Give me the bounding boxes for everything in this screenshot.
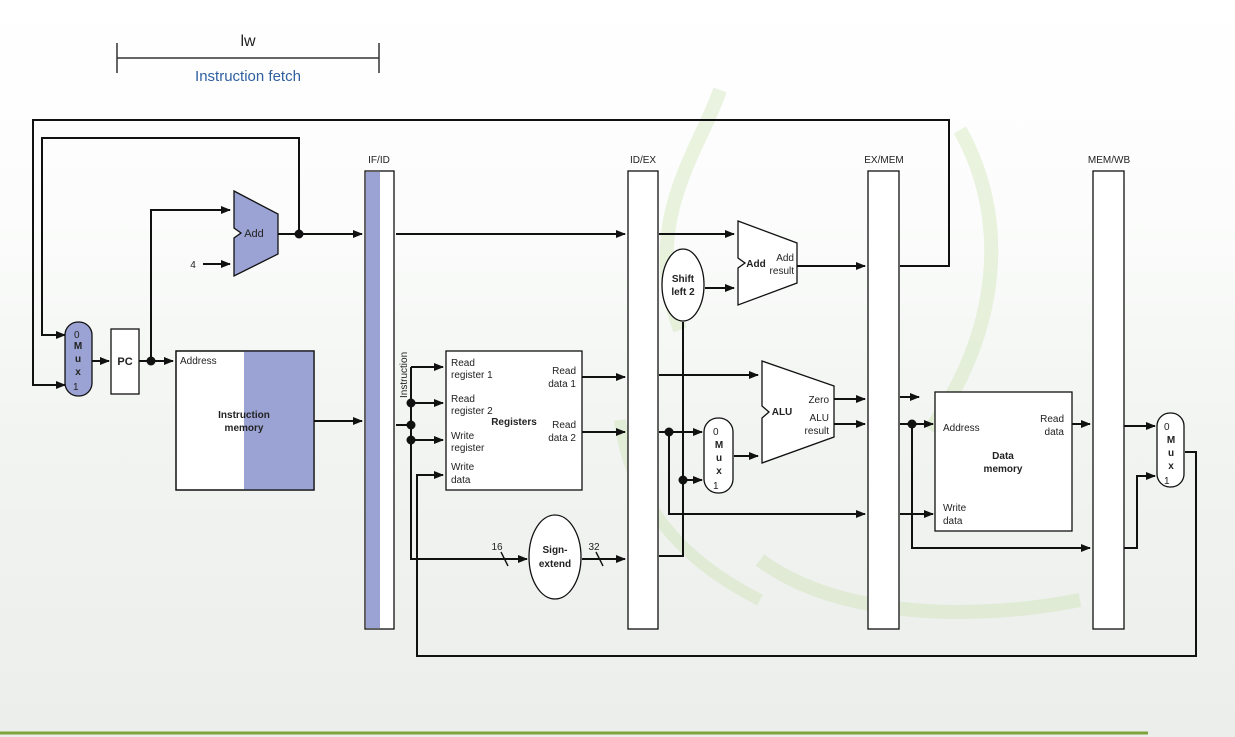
svg-text:M: M xyxy=(1167,435,1175,446)
svg-text:IF/ID: IF/ID xyxy=(368,155,390,166)
svg-text:Read: Read xyxy=(1040,414,1064,425)
svg-text:left 2: left 2 xyxy=(671,287,695,298)
svg-text:Write: Write xyxy=(451,462,475,473)
instruction-bus-label: Instruction xyxy=(399,352,410,398)
svg-text:Add: Add xyxy=(776,253,794,264)
svg-text:Address: Address xyxy=(180,356,217,367)
svg-text:M: M xyxy=(74,341,82,352)
width-16: 16 xyxy=(491,542,503,553)
shift-left-2: Shift left 2 xyxy=(661,248,705,322)
svg-text:Data: Data xyxy=(992,451,1014,462)
svg-text:PC: PC xyxy=(117,356,132,368)
svg-text:Read: Read xyxy=(451,394,475,405)
svg-text:0: 0 xyxy=(713,427,719,438)
pc-adder: Add 4 xyxy=(190,189,279,278)
svg-text:register: register xyxy=(451,443,485,454)
svg-text:ALU: ALU xyxy=(810,413,829,424)
svg-text:Add: Add xyxy=(244,228,264,240)
alu: ALU Zero ALU result xyxy=(761,360,835,464)
svg-text:Zero: Zero xyxy=(808,395,829,406)
svg-text:MEM/WB: MEM/WB xyxy=(1088,155,1131,166)
data-memory: Address Read data Write data Data memory xyxy=(934,391,1073,532)
svg-text:result: result xyxy=(805,426,830,437)
svg-text:Sign-: Sign- xyxy=(543,545,568,556)
svg-text:Instruction: Instruction xyxy=(218,410,270,421)
svg-text:u: u xyxy=(716,453,722,464)
svg-text:1: 1 xyxy=(73,382,79,393)
svg-text:Shift: Shift xyxy=(672,274,695,285)
svg-text:Read: Read xyxy=(552,366,576,377)
svg-text:M: M xyxy=(715,440,723,451)
svg-text:Registers: Registers xyxy=(491,417,537,428)
if-id-register: IF/ID Instruction xyxy=(364,155,410,630)
stage-label: Instruction fetch xyxy=(195,68,301,85)
svg-text:x: x xyxy=(716,466,722,477)
pc-register: PC xyxy=(110,328,140,395)
svg-text:0: 0 xyxy=(74,330,80,341)
write-back-mux: 0 M u x 1 xyxy=(1156,412,1185,488)
svg-text:ID/EX: ID/EX xyxy=(630,155,656,166)
svg-text:Read: Read xyxy=(451,358,475,369)
branch-adder: Add Add result xyxy=(737,220,798,306)
svg-text:data 2: data 2 xyxy=(548,433,576,444)
register-file: Read register 1 Read register 2 Write re… xyxy=(445,350,583,491)
svg-text:Add: Add xyxy=(746,259,765,270)
instruction-memory: Address Instruction memory xyxy=(175,350,315,491)
pc-mux: 0 M u x 1 xyxy=(64,321,93,397)
svg-text:0: 0 xyxy=(1164,422,1170,433)
svg-text:EX/MEM: EX/MEM xyxy=(864,155,903,166)
svg-text:data: data xyxy=(943,516,963,527)
svg-text:memory: memory xyxy=(225,423,264,434)
svg-text:ALU: ALU xyxy=(772,407,793,418)
svg-text:result: result xyxy=(770,266,795,277)
instruction-label: lw xyxy=(240,33,256,50)
constant-four: 4 xyxy=(190,260,196,271)
svg-text:u: u xyxy=(75,354,81,365)
svg-text:Write: Write xyxy=(943,503,967,514)
id-ex-register: ID/EX xyxy=(627,155,659,630)
svg-text:memory: memory xyxy=(984,464,1023,475)
sign-extend: Sign- extend 16 32 xyxy=(491,514,600,600)
junction-dots xyxy=(146,229,917,485)
svg-text:data: data xyxy=(1045,427,1065,438)
background-decoration xyxy=(614,87,1082,619)
svg-text:Write: Write xyxy=(451,431,475,442)
svg-text:Read: Read xyxy=(552,420,576,431)
svg-text:x: x xyxy=(75,367,81,378)
svg-text:data: data xyxy=(451,475,471,486)
svg-text:register 1: register 1 xyxy=(451,370,493,381)
svg-text:u: u xyxy=(1168,448,1174,459)
svg-text:1: 1 xyxy=(713,481,719,492)
width-32: 32 xyxy=(588,542,600,553)
svg-text:1: 1 xyxy=(1164,476,1170,487)
svg-text:extend: extend xyxy=(539,559,571,570)
ex-mem-register: EX/MEM xyxy=(864,155,904,630)
svg-text:x: x xyxy=(1168,461,1174,472)
wires xyxy=(32,119,1197,657)
svg-text:register 2: register 2 xyxy=(451,406,493,417)
svg-text:Address: Address xyxy=(943,423,980,434)
mem-wb-register: MEM/WB xyxy=(1088,155,1131,630)
stage-header: lw Instruction fetch xyxy=(116,33,380,85)
svg-text:data 1: data 1 xyxy=(548,379,576,390)
alu-src-mux: 0 M u x 1 xyxy=(703,417,734,494)
